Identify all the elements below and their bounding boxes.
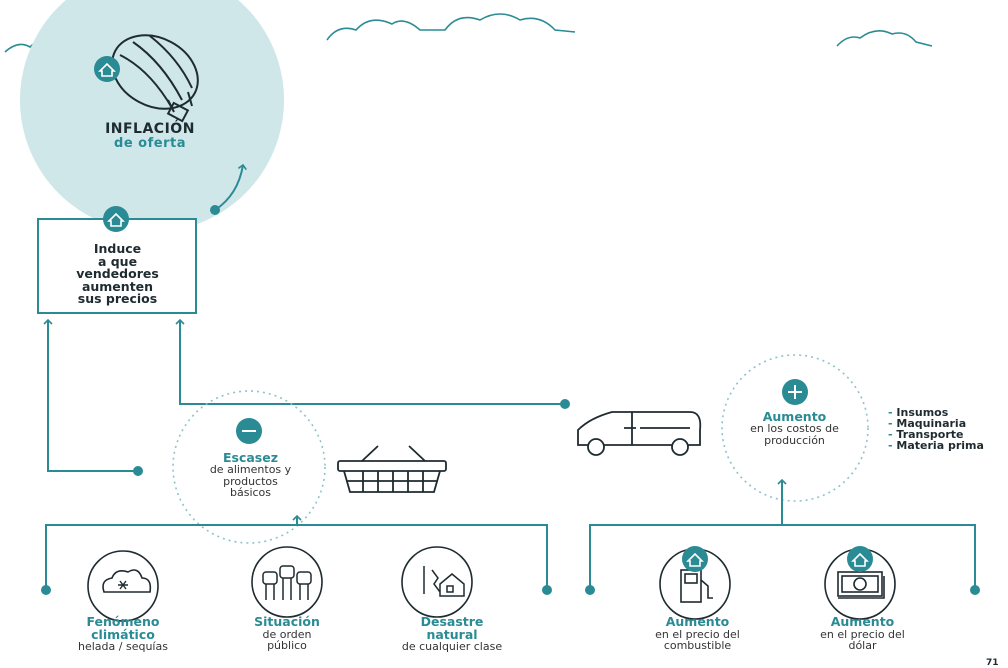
dot-escasez bbox=[133, 466, 143, 476]
raised-fists-icon bbox=[251, 546, 323, 618]
plus-badge bbox=[782, 379, 808, 405]
factor-item: Maquinaria bbox=[888, 418, 984, 429]
arrow-costs-to-box bbox=[175, 318, 565, 405]
cause-heading: Desastre natural bbox=[420, 614, 484, 642]
bracket-left bbox=[41, 514, 552, 595]
home-badge-dollar bbox=[847, 546, 873, 572]
cause-text: de orden público bbox=[262, 627, 312, 652]
inflation-circle bbox=[20, 0, 284, 232]
dot-connector bbox=[210, 205, 220, 215]
effect-text: Induce a que vendedores aumenten sus pre… bbox=[76, 241, 159, 306]
van-icon bbox=[577, 411, 702, 456]
costs-dotted-circle bbox=[721, 354, 869, 502]
home-badge-box bbox=[103, 206, 129, 232]
cause-climate: Fenómeno climático helada / sequías bbox=[58, 614, 188, 653]
cause-heading: Aumento bbox=[665, 614, 730, 629]
cause-text: helada / sequías bbox=[78, 640, 168, 653]
hot-air-balloon-icon bbox=[111, 34, 199, 123]
costs-text: en los costos de producción bbox=[750, 422, 839, 447]
snow-cloud-icon bbox=[87, 550, 159, 622]
home-badge-top bbox=[94, 56, 120, 82]
escasez-dotted-circle bbox=[172, 390, 326, 544]
title-sub: de oferta bbox=[114, 136, 186, 151]
cause-public-order: Situación de orden público bbox=[222, 614, 352, 652]
effect-box bbox=[37, 218, 197, 314]
escasez-heading: Escasez bbox=[222, 450, 279, 465]
banknote-icon bbox=[824, 548, 896, 620]
cause-dollar: Aumento en el precio del dólar bbox=[790, 614, 935, 652]
minus-badge bbox=[236, 418, 262, 444]
escasez-label: Escasez de alimentos y productos básicos bbox=[178, 451, 323, 499]
cause-fuel: Aumento en el precio del combustible bbox=[625, 614, 770, 652]
title-main: INFLACIÓN bbox=[105, 121, 195, 137]
home-badge-fuel bbox=[682, 546, 708, 572]
factor-item: Materia prima bbox=[888, 440, 984, 451]
cause-heading: Situación bbox=[254, 614, 320, 629]
damaged-house-icon bbox=[401, 546, 473, 618]
arrow-escasez-to-box bbox=[43, 318, 138, 472]
dot-costs bbox=[560, 399, 570, 409]
cause-heading: Aumento bbox=[830, 614, 895, 629]
costs-heading: Aumento bbox=[762, 409, 827, 424]
bracket-right bbox=[585, 478, 980, 595]
cost-factor-list: Insumos Maquinaria Transporte Materia pr… bbox=[888, 407, 984, 451]
cloud-center bbox=[326, 13, 576, 41]
cause-text: de cualquier clase bbox=[401, 640, 503, 653]
basket-icon bbox=[337, 445, 447, 493]
cause-disaster: Desastre natural de cualquier clase bbox=[372, 614, 532, 653]
cause-text: en el precio del combustible bbox=[655, 627, 740, 652]
cause-text: en el precio del dólar bbox=[820, 627, 905, 652]
escasez-text: de alimentos y productos básicos bbox=[209, 463, 292, 500]
costs-label: Aumento en los costos de producción bbox=[722, 410, 867, 446]
factor-item: Transporte bbox=[888, 429, 984, 440]
cause-heading: Fenómeno climático bbox=[86, 614, 160, 642]
page-number: 71 bbox=[986, 658, 999, 668]
factor-item: Insumos bbox=[888, 407, 984, 418]
cloud-right bbox=[836, 30, 933, 47]
